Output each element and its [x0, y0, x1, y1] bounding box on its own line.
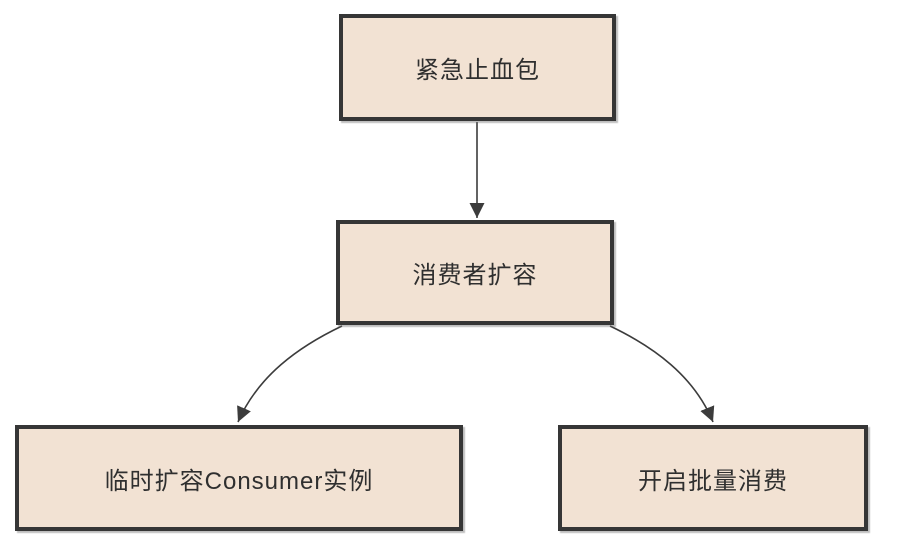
node-label-scale-instances: 临时扩容Consumer实例 — [104, 467, 374, 495]
arrow-consumer-scale-to-batch — [609, 325, 715, 423]
node-emergency-kit: 紧急止血包 — [339, 14, 616, 121]
node-label-consumer-scale: 消费者扩容 — [412, 262, 538, 289]
node-scale-instances: 临时扩容Consumer实例 — [15, 425, 463, 531]
node-label-batch-consume: 开启批量消费 — [638, 467, 788, 495]
node-label-emergency-kit: 紧急止血包 — [415, 57, 540, 84]
node-consumer-scale: 消费者扩容 — [336, 220, 614, 325]
arrow-consumer-scale-to-instances — [237, 325, 343, 423]
node-batch-consume: 开启批量消费 — [558, 425, 868, 531]
